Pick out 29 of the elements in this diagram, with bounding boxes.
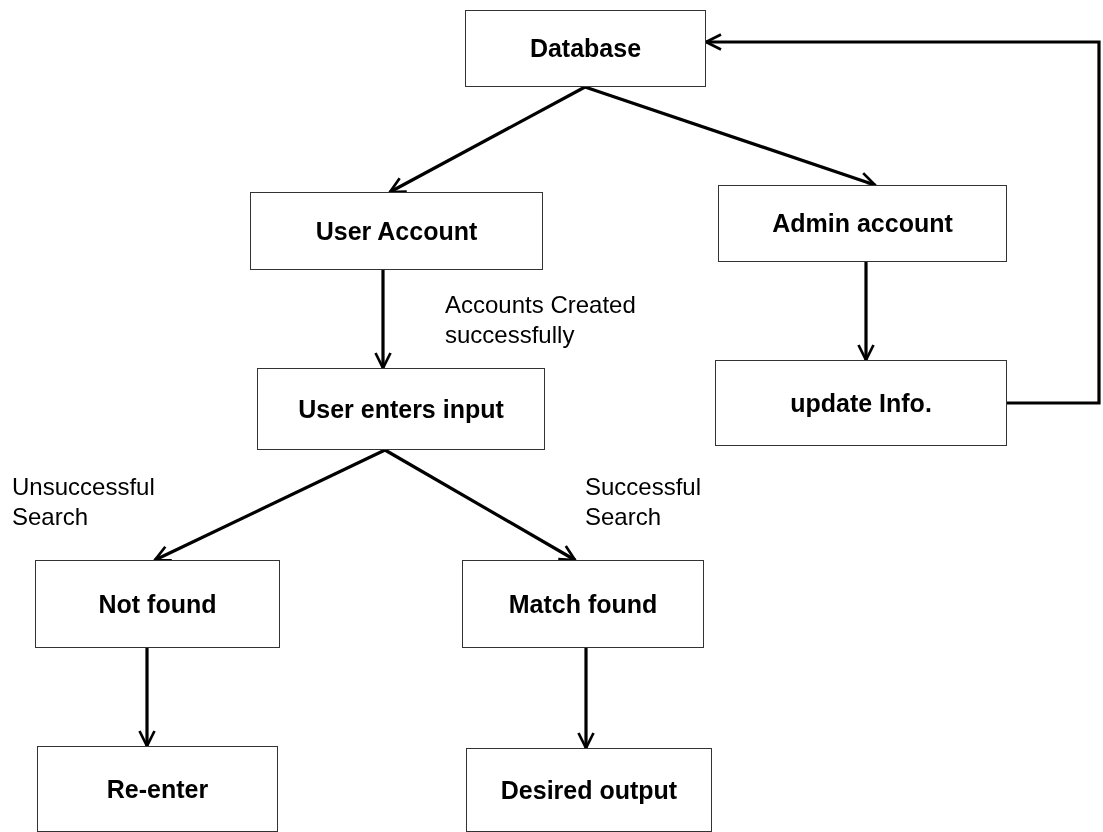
arrow [704,33,1101,405]
process-box [462,560,704,648]
arrow [374,270,392,370]
process-box [465,10,706,87]
edge-label: Successful Search [585,472,703,532]
box-label: User Account [315,216,478,246]
arrow [153,448,386,562]
process-box [250,192,543,270]
arrow [384,448,577,562]
process-box [718,185,1007,262]
box-label: Not found [98,589,217,619]
box-label: Desired output [500,775,678,805]
box-label: Re-enter [106,774,209,804]
arrow [857,262,875,362]
box-label: Database [529,34,642,63]
arrow [138,648,156,748]
process-box [715,360,1007,446]
process-box [257,368,545,450]
arrow [577,648,595,750]
edge-label: Accounts Created successfully [445,290,637,350]
edge-label: Unsuccessful Search [12,472,156,532]
process-box [37,746,278,832]
arrow [388,85,586,194]
box-label: Match found [508,589,658,619]
box-label: update Info. [790,388,932,418]
box-label: User enters input [298,394,504,424]
process-box [466,748,712,832]
box-label: Admin account [772,209,953,238]
process-box [35,560,280,648]
